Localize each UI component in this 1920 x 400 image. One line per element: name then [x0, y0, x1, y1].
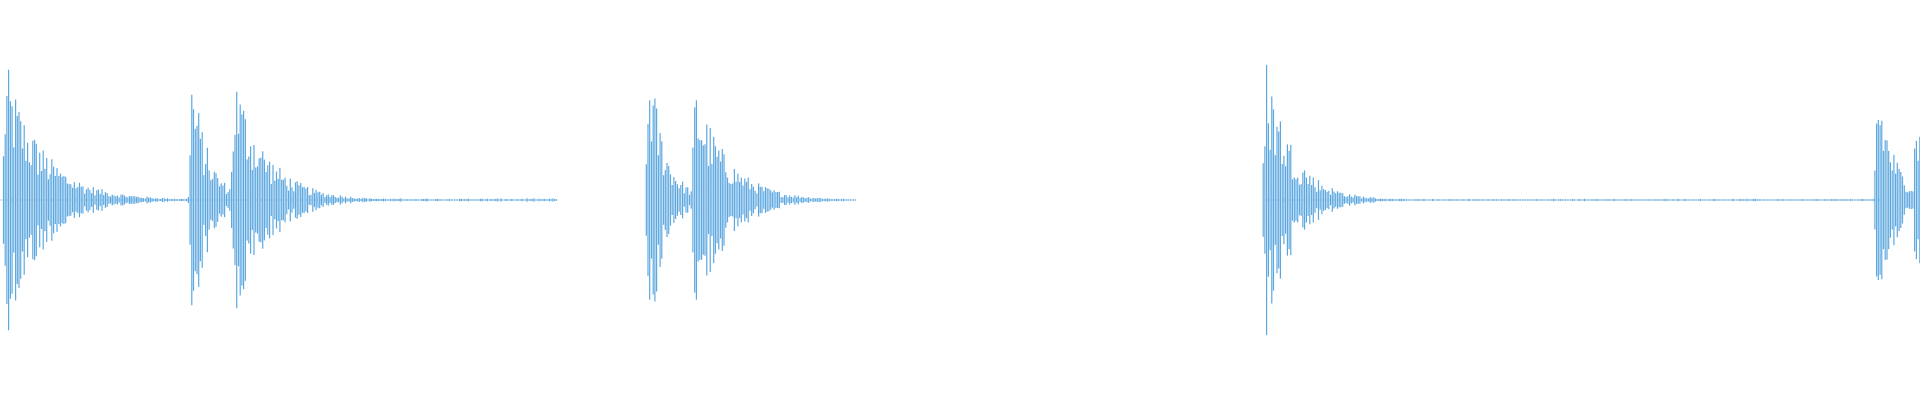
waveform-bars: [0, 64, 1920, 336]
